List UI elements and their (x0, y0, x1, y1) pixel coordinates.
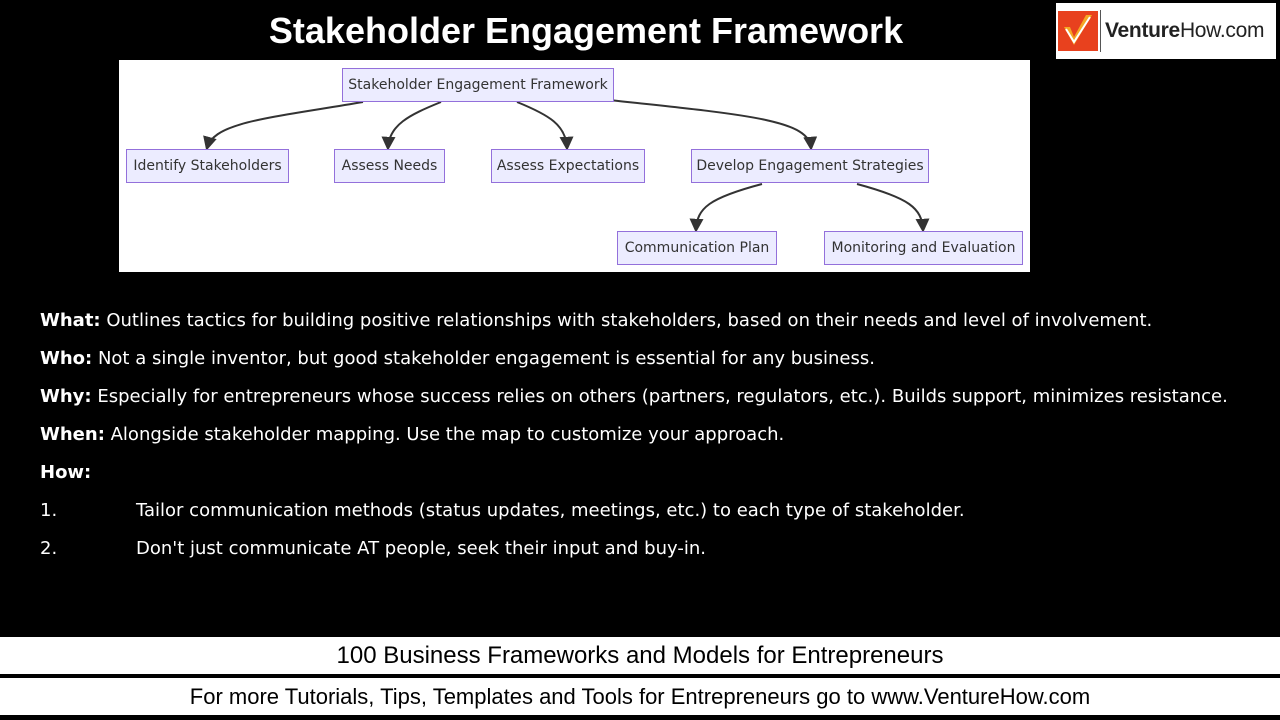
node-monitoring-evaluation: Monitoring and Evaluation (824, 231, 1023, 265)
how-step: 1. Tailor communication methods (status … (40, 498, 1240, 524)
what-paragraph: What: Outlines tactics for building posi… (40, 310, 1153, 331)
node-assess-expectations: Assess Expectations (491, 149, 645, 183)
step-number: 2. (40, 538, 58, 559)
logo-divider (1100, 10, 1101, 52)
edge-root-identify (203, 101, 364, 151)
step-number: 1. (40, 500, 58, 521)
how-heading: How: (40, 462, 92, 483)
page-title: Stakeholder Engagement Framework (268, 10, 904, 51)
when-paragraph: When: Alongside stakeholder mapping. Use… (40, 424, 785, 445)
who-paragraph: Who: Not a single inventor, but good sta… (40, 348, 875, 369)
node-develop-strategies: Develop Engagement Strategies (691, 149, 929, 183)
framework-diagram: Stakeholder Engagement Framework Identif… (119, 60, 1030, 272)
node-assess-needs: Assess Needs (334, 149, 445, 183)
edge-strategies-communication (689, 183, 763, 233)
node-communication-plan: Communication Plan (617, 231, 777, 265)
edge-root-needs (381, 101, 442, 151)
series-title-bar: 100 Business Frameworks and Models for E… (0, 636, 1280, 675)
how-step: 2. Don't just communicate AT people, see… (40, 536, 1240, 562)
edge-root-strategies (608, 99, 818, 151)
venturehow-logo[interactable]: VentureHow.com (1056, 3, 1276, 59)
diagram-edges (203, 99, 930, 233)
node-root: Stakeholder Engagement Framework (342, 68, 614, 102)
logo-text: VentureHow.com (1105, 19, 1265, 42)
why-paragraph: Why: Especially for entrepreneurs whose … (40, 386, 1228, 407)
website-link-bar[interactable]: For more Tutorials, Tips, Templates and … (0, 677, 1280, 716)
description-block: What: Outlines tactics for building posi… (40, 308, 1240, 574)
edge-root-expectations (516, 101, 574, 151)
checkmark-logo-icon (1058, 11, 1098, 51)
step-text: Don't just communicate AT people, seek t… (136, 538, 706, 559)
edge-strategies-monitoring (856, 183, 930, 233)
node-identify-stakeholders: Identify Stakeholders (126, 149, 289, 183)
step-text: Tailor communication methods (status upd… (136, 500, 965, 521)
